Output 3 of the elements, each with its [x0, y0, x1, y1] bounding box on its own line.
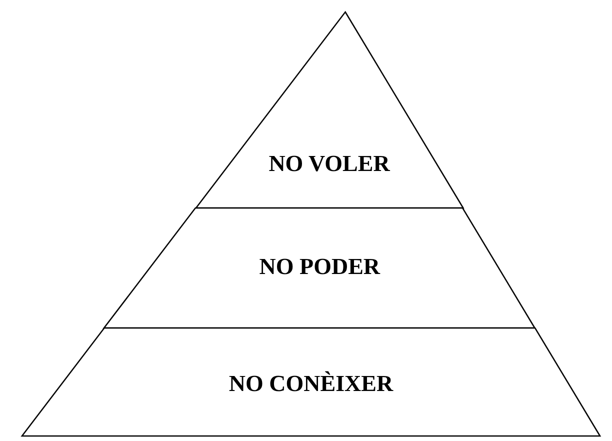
tier-label: NO CONÈIXER [228, 371, 394, 397]
tier-label: NO VOLER [268, 151, 390, 177]
tier-label: NO PODER [259, 254, 380, 280]
